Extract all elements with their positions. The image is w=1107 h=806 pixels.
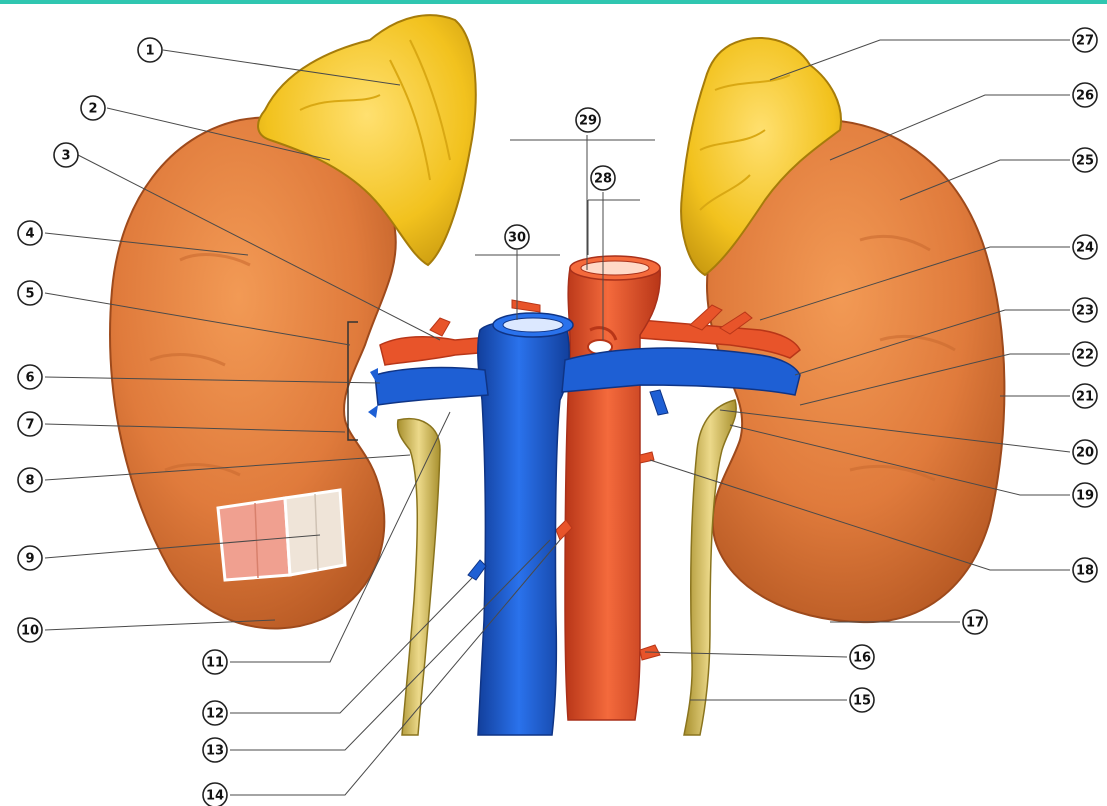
callout-5: 5: [18, 281, 42, 305]
callout-number: 30: [508, 231, 526, 246]
callout-number: 11: [206, 656, 224, 671]
callout-4: 4: [18, 221, 42, 245]
callout-14: 14: [203, 783, 227, 806]
callout-number: 21: [1076, 390, 1094, 405]
callout-25: 25: [1073, 148, 1097, 172]
callout-number: 5: [25, 287, 34, 302]
callout-21: 21: [1073, 384, 1097, 408]
callout-number: 15: [853, 694, 871, 709]
callout-24: 24: [1073, 235, 1097, 259]
callout-3: 3: [54, 143, 78, 167]
callout-number: 25: [1076, 154, 1094, 169]
callout-number: 16: [853, 651, 871, 666]
callout-number: 12: [206, 707, 224, 722]
callout-23: 23: [1073, 298, 1097, 322]
callout-number: 18: [1076, 564, 1094, 579]
callout-number: 29: [579, 114, 597, 129]
callout-number: 22: [1076, 348, 1094, 363]
callout-number: 7: [25, 418, 34, 433]
callout-19: 19: [1073, 483, 1097, 507]
callout-number: 19: [1076, 489, 1094, 504]
callout-number: 3: [61, 149, 70, 164]
callout-number: 27: [1076, 34, 1094, 49]
callout-27: 27: [1073, 28, 1097, 52]
callout-9: 9: [18, 546, 42, 570]
callout-22: 22: [1073, 342, 1097, 366]
callout-number: 24: [1076, 241, 1094, 256]
callout-number: 26: [1076, 89, 1094, 104]
callout-1: 1: [138, 38, 162, 62]
callout-20: 20: [1073, 440, 1097, 464]
callout-13: 13: [203, 738, 227, 762]
callout-number: 20: [1076, 446, 1094, 461]
callout-15: 15: [850, 688, 874, 712]
callout-28: 28: [591, 166, 615, 190]
callout-30: 30: [505, 225, 529, 249]
callout-17: 17: [963, 610, 987, 634]
callout-number: 23: [1076, 304, 1094, 319]
callout-number: 13: [206, 744, 224, 759]
callout-26: 26: [1073, 83, 1097, 107]
callout-12: 12: [203, 701, 227, 725]
callout-29: 29: [576, 108, 600, 132]
callout-7: 7: [18, 412, 42, 436]
callout-number: 8: [25, 474, 34, 489]
callout-8: 8: [18, 468, 42, 492]
callout-18: 18: [1073, 558, 1097, 582]
callout-number: 14: [206, 789, 224, 804]
callout-number: 9: [25, 552, 34, 567]
callout-number: 10: [21, 624, 39, 639]
callout-2: 2: [81, 96, 105, 120]
callout-number: 1: [145, 44, 154, 59]
callout-6: 6: [18, 365, 42, 389]
callout-10: 10: [18, 618, 42, 642]
callout-16: 16: [850, 645, 874, 669]
right-ureter-icon: [398, 419, 440, 735]
callout-number: 28: [594, 172, 612, 187]
callout-number: 17: [966, 616, 984, 631]
callout-number: 4: [25, 227, 34, 242]
callout-number: 2: [88, 102, 97, 117]
callout-number: 6: [25, 371, 34, 386]
callout-11: 11: [203, 650, 227, 674]
